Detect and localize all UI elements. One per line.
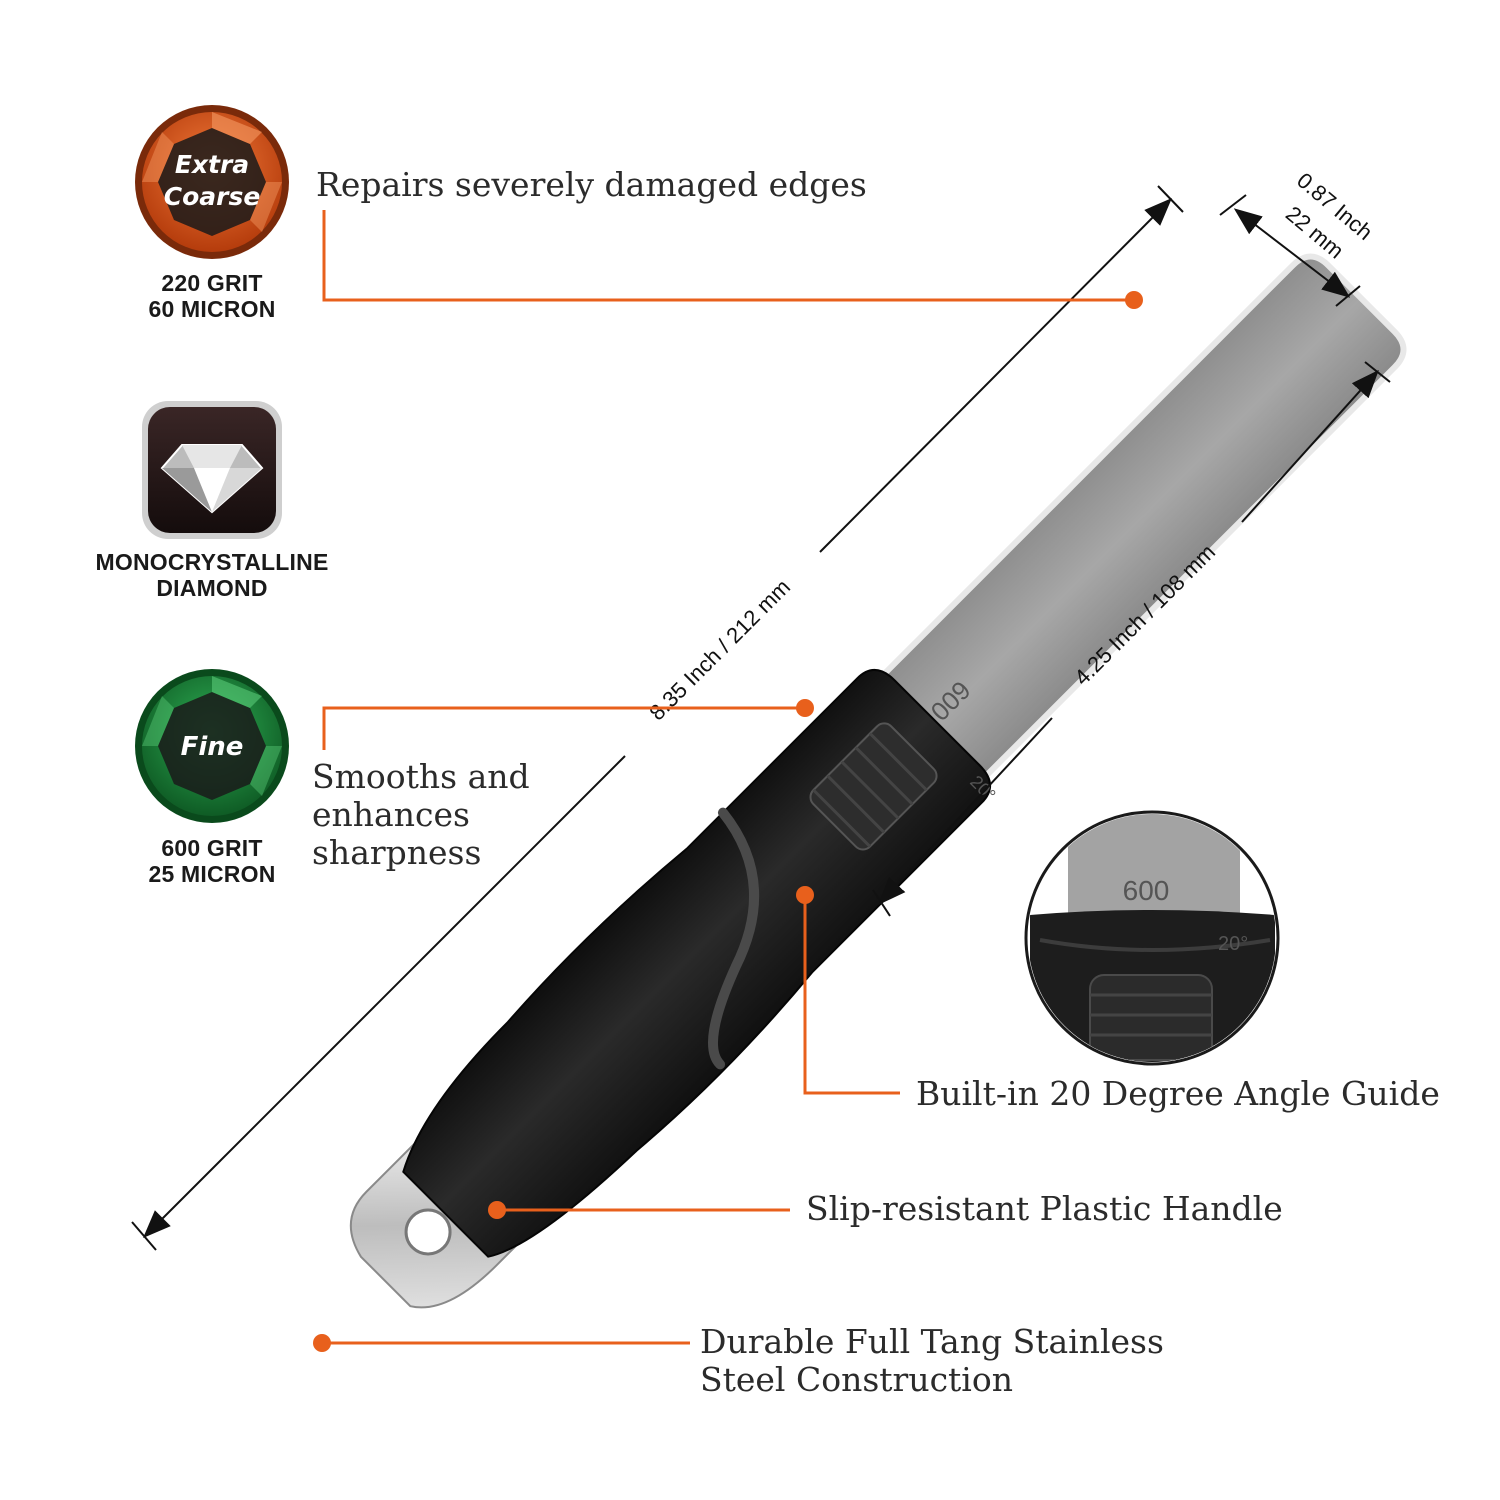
diamond-spec-line1: MONOCRYSTALLINE	[95, 549, 329, 575]
fine-badge: Fine	[135, 669, 289, 823]
handle-sweep	[707, 807, 760, 1070]
tang-label-line2: Steel Construction	[700, 1360, 1013, 1399]
extra-coarse-line1: Extra	[175, 150, 249, 179]
fine-description-line3: sharpness	[312, 833, 482, 872]
coarse-callout	[322, 210, 1134, 302]
width-line	[1233, 208, 1351, 298]
fine-spec: 600 GRIT 25 MICRON	[112, 835, 312, 887]
handle-label: Slip-resistant Plastic Handle	[806, 1189, 1283, 1228]
lanyard-hole	[404, 1208, 452, 1256]
fine-description-line2: enhances	[312, 795, 470, 834]
inset-angle-stamp: 20°	[1218, 933, 1248, 955]
diamond-spec-line2: DIAMOND	[156, 575, 268, 601]
callout-dots	[313, 291, 1143, 1352]
fine-grit: 600 GRIT	[161, 835, 263, 861]
angle-callout	[803, 895, 900, 1095]
dimension-lines	[131, 185, 1391, 1251]
fine-description-line1: Smooths and	[312, 757, 530, 796]
extra-coarse-grit: 220 GRIT	[161, 270, 263, 296]
inset-grip-texture	[1089, 974, 1213, 1061]
callouts	[322, 210, 1134, 1345]
angle-guide-inset: 600 20°	[1024, 810, 1280, 1066]
sharpener: 600 20°	[349, 253, 1407, 1309]
fine-micron: 25 MICRON	[148, 861, 276, 887]
fine-callout	[322, 706, 805, 750]
extra-coarse-spec: 220 GRIT 60 MICRON	[112, 270, 312, 322]
coarse-description: Repairs severely damaged edges	[316, 165, 867, 204]
fine-line1: Fine	[181, 732, 244, 762]
diamond-spec: MONOCRYSTALLINE DIAMOND	[72, 549, 352, 601]
total-length-line-b	[819, 198, 1172, 553]
tang-label-line1: Durable Full Tang Stainless	[700, 1322, 1164, 1361]
total-length-label: 8.35 Inch / 212 mm	[644, 574, 795, 725]
extra-coarse-badge: Extra Coarse	[135, 105, 289, 259]
tang-label: Durable Full Tang Stainless Steel Constr…	[700, 1323, 1164, 1399]
total-length-line-a	[143, 755, 626, 1238]
extra-coarse-micron: 60 MICRON	[148, 296, 276, 322]
angle-guide-label: Built-in 20 Degree Angle Guide	[916, 1074, 1440, 1113]
diamond-badge	[142, 401, 282, 539]
plate-length-line-b	[1241, 369, 1379, 523]
extra-coarse-line2: Coarse	[164, 182, 261, 211]
fine-description: Smooths and enhances sharpness	[312, 758, 530, 872]
plate-length-line-a	[878, 717, 1053, 906]
diamond-icon	[160, 444, 264, 514]
inset-grit-stamp: 600	[1123, 875, 1170, 906]
